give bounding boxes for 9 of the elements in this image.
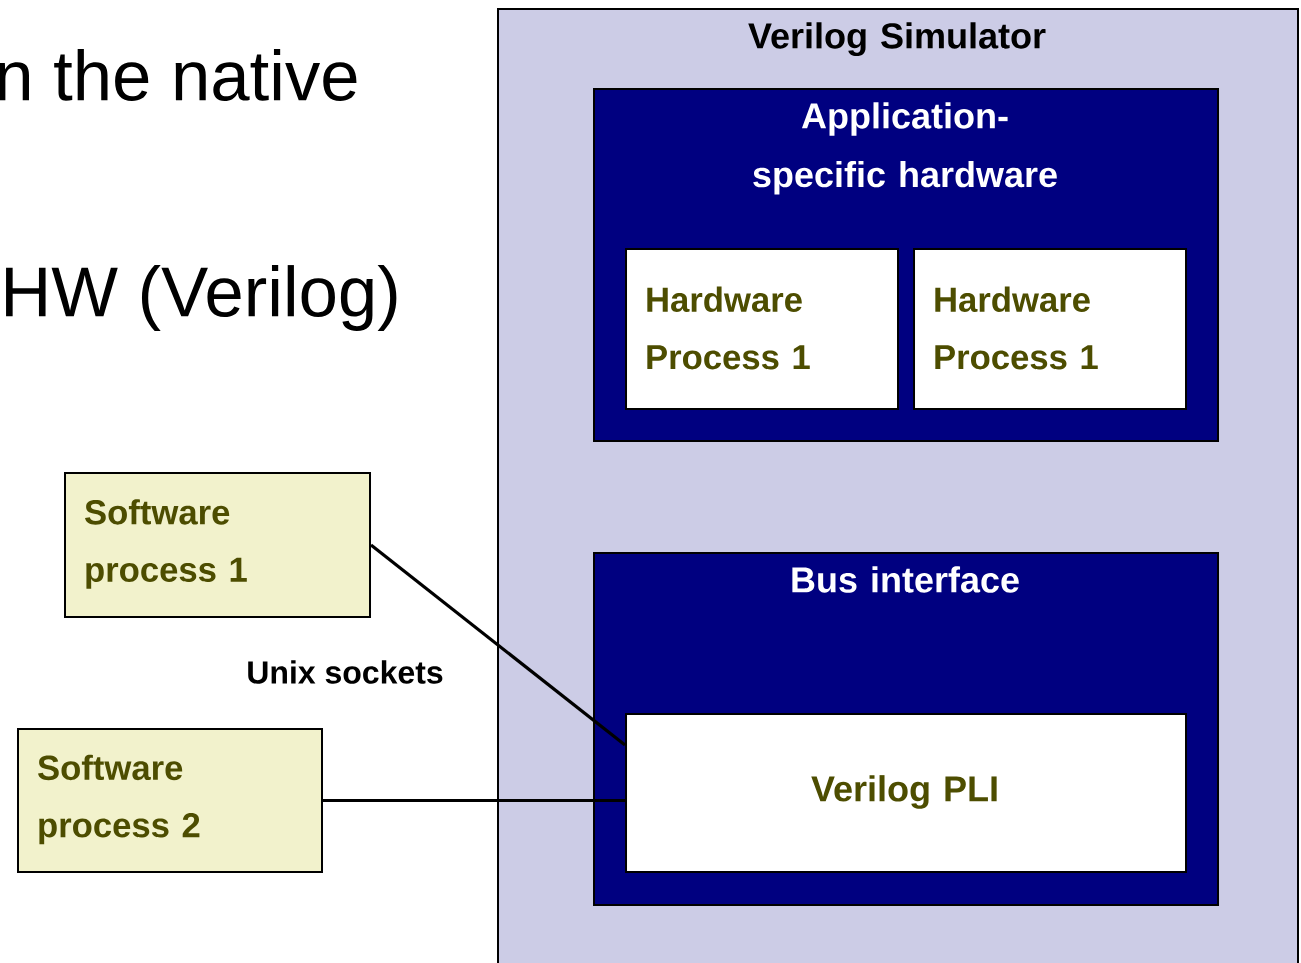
edge-label: Unix sockets [248,660,443,684]
process-box: Hardware Process 1 [913,248,1187,410]
process-box: Hardware Process 1 [625,248,899,410]
process-box: Software process 1 [64,472,371,618]
connector-line [370,543,626,747]
connector-line [323,798,625,803]
process-box: Software process 2 [17,728,323,873]
interface-box: Verilog PLI [625,713,1187,873]
slide-text: HW (Verilog) [6,265,397,331]
